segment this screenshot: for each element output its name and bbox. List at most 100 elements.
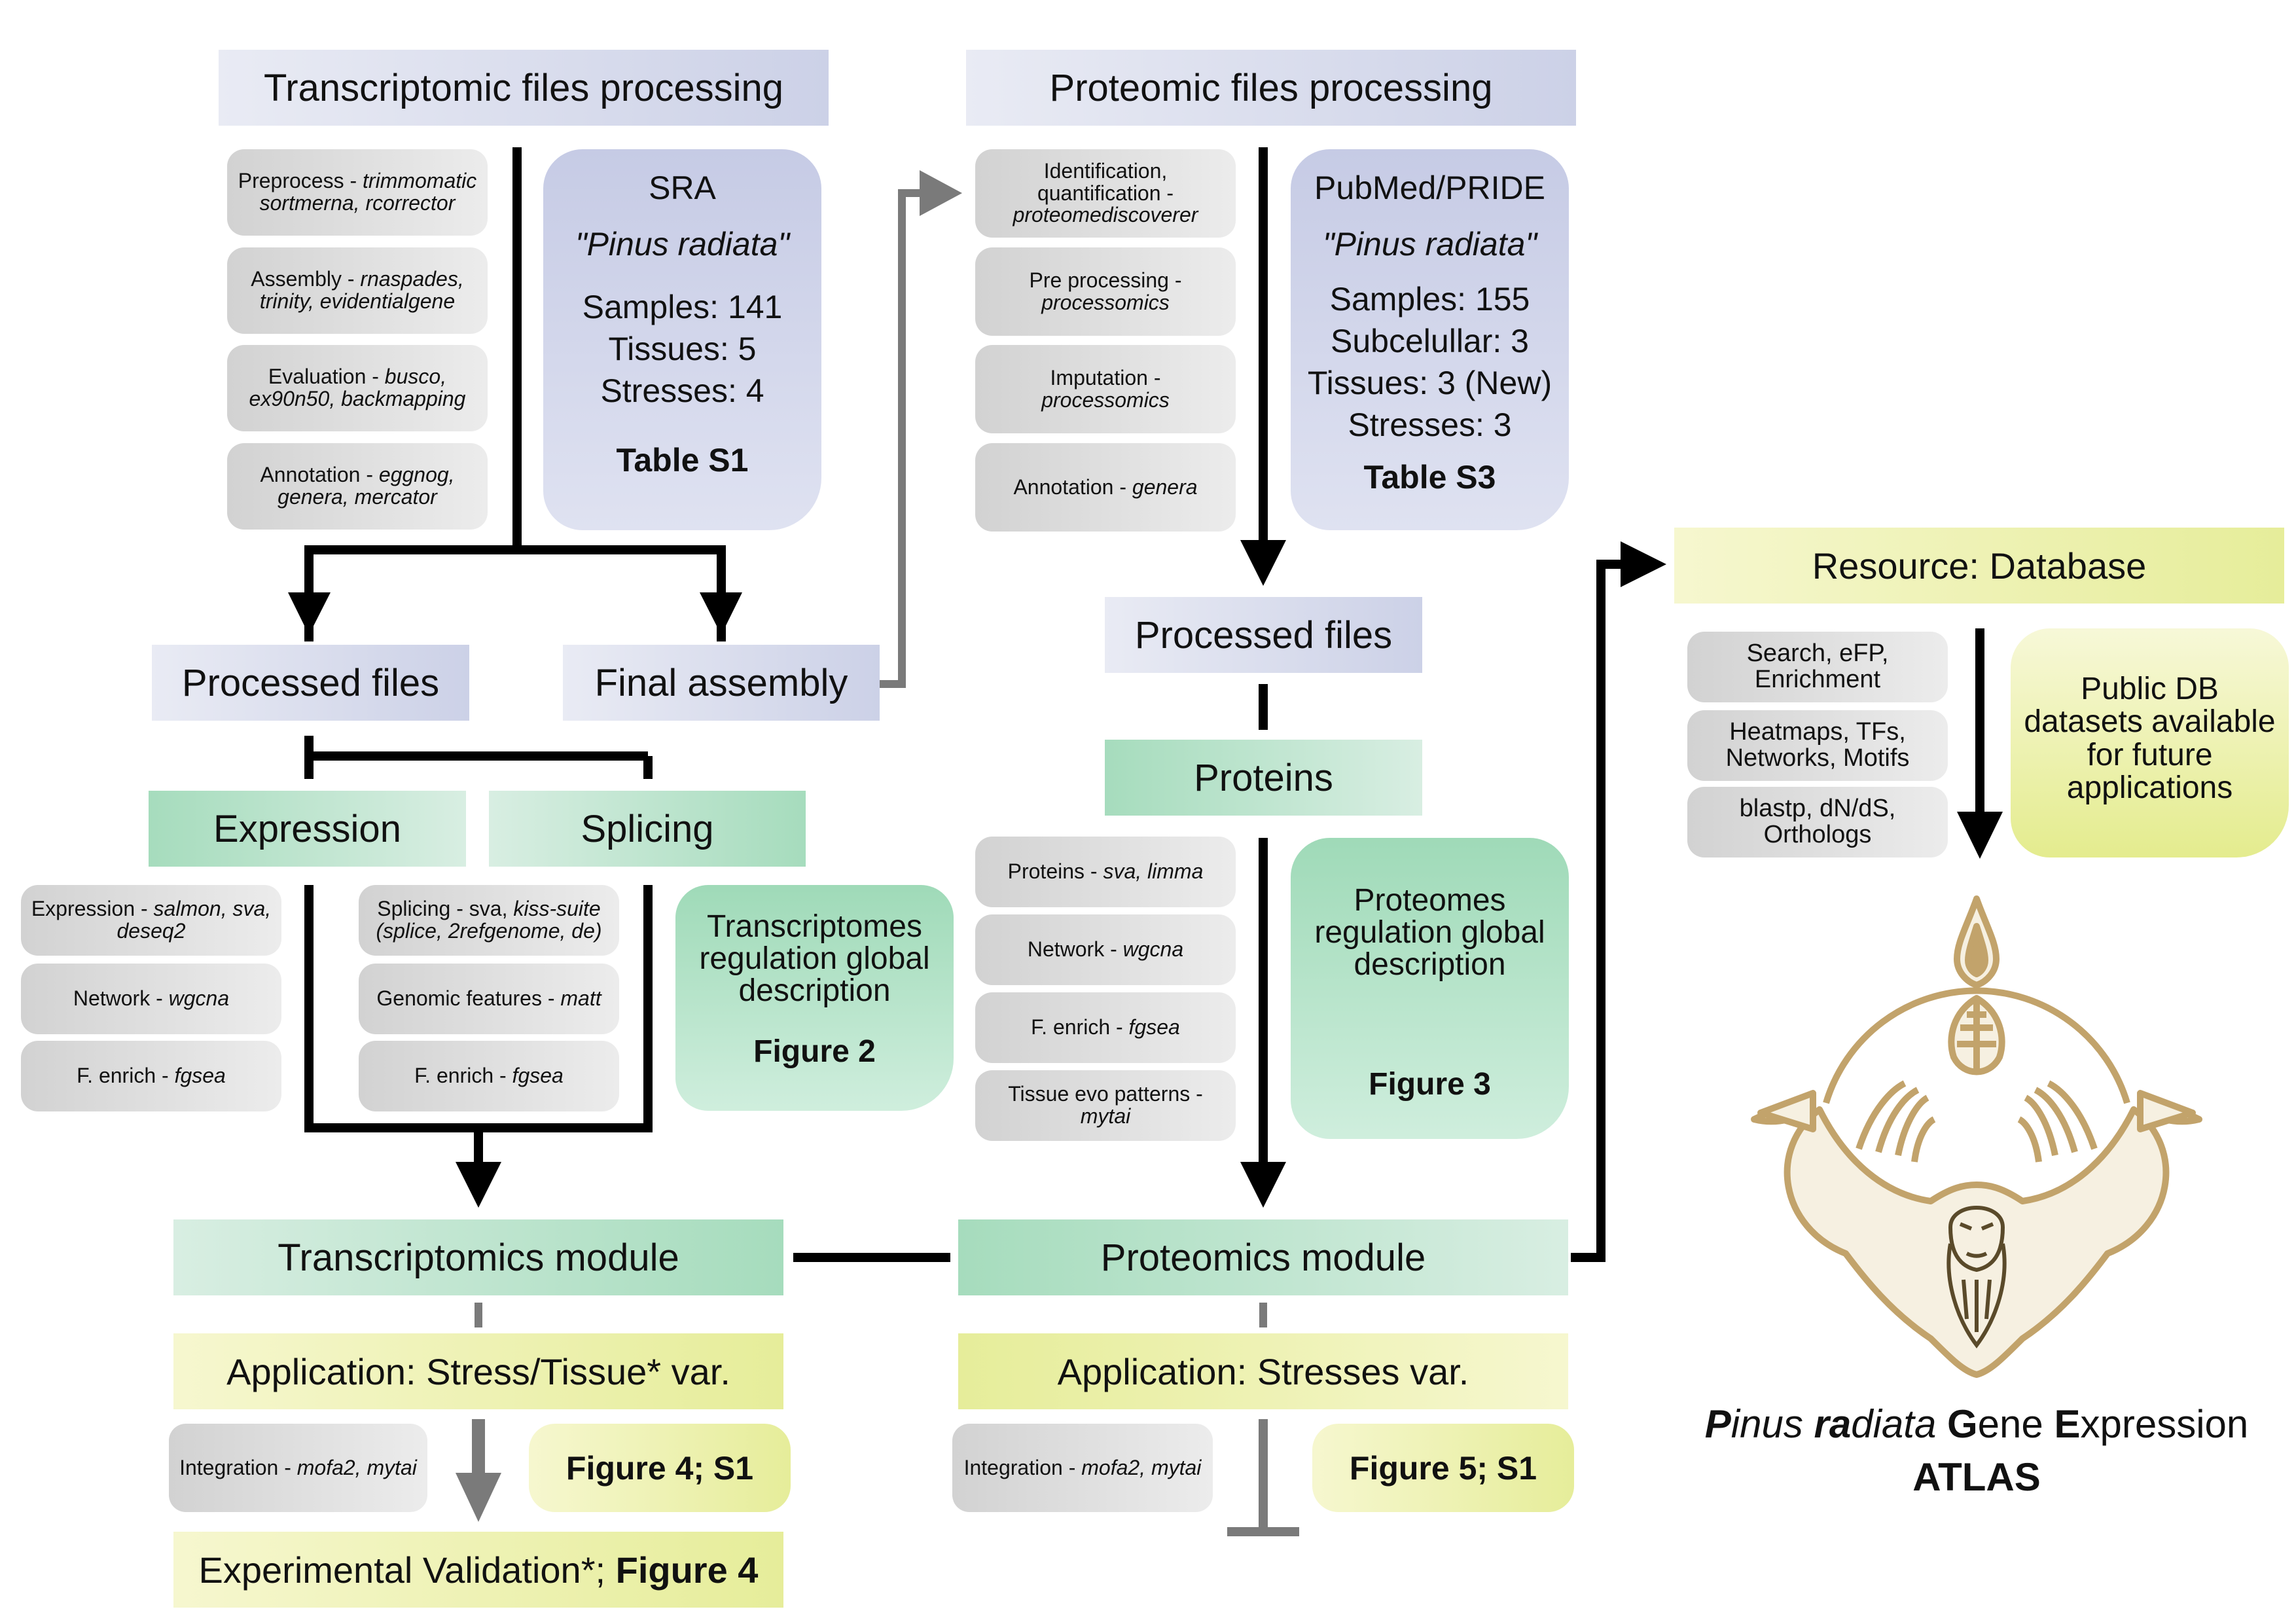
splicing-label: Splicing [581, 807, 714, 850]
arrow-head-to-proteomic [920, 170, 962, 216]
resource-database-label: Resource: Database [1812, 545, 2147, 586]
arrow-head-transcriptomics-module [456, 1162, 501, 1208]
step-assembly: Assembly - rnaspades, trinity, evidentia… [227, 247, 488, 334]
step-fenrich: F. enrich - fgsea [21, 1041, 281, 1111]
step-fenrich-proteomic: F. enrich - fgsea [975, 992, 1236, 1063]
step-preprocess: Preprocess - trimmomatic sortmerna, rcor… [227, 149, 488, 236]
step-integration-proteomic: Integration - mofa2, mytai [952, 1424, 1213, 1512]
step-evaluation: Evaluation - busco, ex90n50, backmapping [227, 345, 488, 431]
atlas-t2: inus [1731, 1402, 1814, 1446]
processed-files-box: Processed files [152, 645, 469, 721]
transcriptomics-module-label: Transcriptomics module [278, 1236, 679, 1279]
step-name: Integration - [179, 1455, 297, 1479]
figure-4-s1-box: Figure 4; S1 [529, 1424, 791, 1512]
arrow-head-validation [456, 1473, 501, 1522]
step-name: Network - [73, 986, 169, 1011]
source-stresses: Stresses: 4 [600, 372, 764, 409]
proteomics-module-label: Proteomics module [1100, 1236, 1426, 1279]
step-tools: genera [1132, 475, 1198, 499]
step-tools: matt [560, 986, 601, 1011]
public-db-text: Public DB datasets available for future … [2024, 672, 2276, 806]
transcriptomics-module-box: Transcriptomics module [173, 1219, 783, 1295]
atlas-title-line2: ATLAS [1912, 1455, 2041, 1499]
figure-label: Figure 4; S1 [565, 1449, 754, 1487]
step-tools: proteomediscoverer [1013, 203, 1198, 227]
step-name: Imputation - [1050, 365, 1161, 389]
step-name: F. enrich - [414, 1064, 512, 1088]
step-name: Pre processing - [1029, 268, 1182, 292]
arrow-head-processed-files [288, 592, 331, 635]
step-name: Preprocess - [238, 169, 363, 193]
step-tools: salmon, sva, deseq2 [117, 897, 272, 943]
source-table: Table S1 [616, 442, 749, 478]
step-tools: fgsea [512, 1064, 564, 1088]
step-name: F. enrich - [77, 1064, 175, 1088]
proteomic-processed-files-box: Processed files [1105, 597, 1422, 673]
feature-label: Search, eFP, Enrichment [1746, 640, 1889, 693]
step-tools: mofa2, mytai [296, 1455, 417, 1479]
proteomic-header: Proteomic files processing [966, 50, 1576, 126]
feature-search: Search, eFP, Enrichment [1687, 632, 1948, 702]
step-name: Annotation - [260, 463, 379, 487]
atlas-t1: P [1704, 1402, 1731, 1446]
step-tools: fgsea [1128, 1015, 1180, 1039]
atlas-title: Pinus radiata Gene Expression ATLAS [1676, 1398, 2278, 1504]
atlas-t7: E [2054, 1402, 2081, 1446]
proteomes-description-box: Proteomes regulation global description … [1291, 838, 1569, 1139]
figure-label: Figure 5; S1 [1349, 1449, 1537, 1487]
step-annotation-proteomic: Annotation - genera [975, 443, 1236, 532]
atlas-t6: ene [1977, 1402, 2054, 1446]
proteomic-application-box: Application: Stresses var. [958, 1333, 1568, 1409]
step-tools: eggnog, genera, mercator [278, 463, 455, 509]
description-text: Transcriptomes regulation global descrip… [699, 909, 930, 1008]
atlas-t5: G [1947, 1402, 1978, 1446]
validation-text: Experimental Validation*; [198, 1549, 616, 1591]
arrow-head-to-resource [1621, 541, 1666, 587]
step-tissue-evo: Tissue evo patterns - mytai [975, 1070, 1236, 1141]
step-proteins: Proteins - sva, limma [975, 837, 1236, 907]
step-tools: wgcna [1122, 937, 1184, 962]
step-name: Network - [1027, 937, 1123, 962]
source-subcellular: Subcelullar: 3 [1331, 323, 1529, 359]
proteins-box: Proteins [1105, 740, 1422, 816]
step-tools: rnaspades, trinity, evidentialgene [259, 267, 464, 313]
arrow-head-atlas [1957, 812, 2003, 859]
source-species: "Pinus radiata" [575, 226, 790, 262]
step-name: Proteins - [1007, 859, 1103, 884]
source-db: PubMed/PRIDE [1314, 170, 1545, 206]
step-tools: fgsea [174, 1064, 226, 1088]
arrow-head-proteomics-module [1240, 1162, 1286, 1208]
step-tools: mofa2, mytai [1081, 1455, 1202, 1479]
step-name: Annotation - [1013, 475, 1132, 499]
step-imputation: Imputation - processomics [975, 345, 1236, 433]
description-figure: Figure 2 [753, 1034, 876, 1069]
source-species: "Pinus radiata" [1322, 226, 1537, 262]
step-name: Assembly - [251, 267, 361, 291]
transcriptomic-header-label: Transcriptomic files processing [264, 66, 783, 109]
step-name: Expression - [31, 897, 154, 921]
expression-label: Expression [213, 807, 401, 850]
expression-box: Expression [149, 791, 466, 867]
transcriptomic-application-label: Application: Stress/Tissue* var. [226, 1350, 730, 1392]
resource-database-box: Resource: Database [1674, 528, 2284, 604]
feature-label: blastp, dN/dS, Orthologs [1739, 795, 1896, 848]
step-name: F. enrich - [1031, 1015, 1129, 1039]
step-annotation: Annotation - eggnog, genera, mercator [227, 443, 488, 530]
step-expression: Expression - salmon, sva, deseq2 [21, 885, 281, 956]
figure-5-s1-box: Figure 5; S1 [1312, 1424, 1574, 1512]
step-name: Tissue evo patterns - [1008, 1082, 1203, 1106]
processed-files-label: Processed files [1134, 613, 1393, 657]
source-samples: Samples: 155 [1329, 281, 1530, 317]
atlas-t4: diata [1851, 1402, 1947, 1446]
validation-figure: Figure 4 [615, 1549, 759, 1591]
public-db-box: Public DB datasets available for future … [2011, 628, 2289, 857]
description-figure: Figure 3 [1369, 1066, 1491, 1102]
step-name: Splicing - sva, [377, 897, 514, 921]
step-tools: wgcna [168, 986, 230, 1011]
feature-blastp: blastp, dN/dS, Orthologs [1687, 787, 1948, 857]
proteomic-header-label: Proteomic files processing [1049, 66, 1493, 109]
pride-source-box: PubMed/PRIDE "Pinus radiata" Samples: 15… [1291, 149, 1569, 530]
atlas-title-line1: Pinus radiata Gene Expression [1676, 1398, 2278, 1451]
arrow-head-proteomic-processed [1240, 540, 1286, 586]
